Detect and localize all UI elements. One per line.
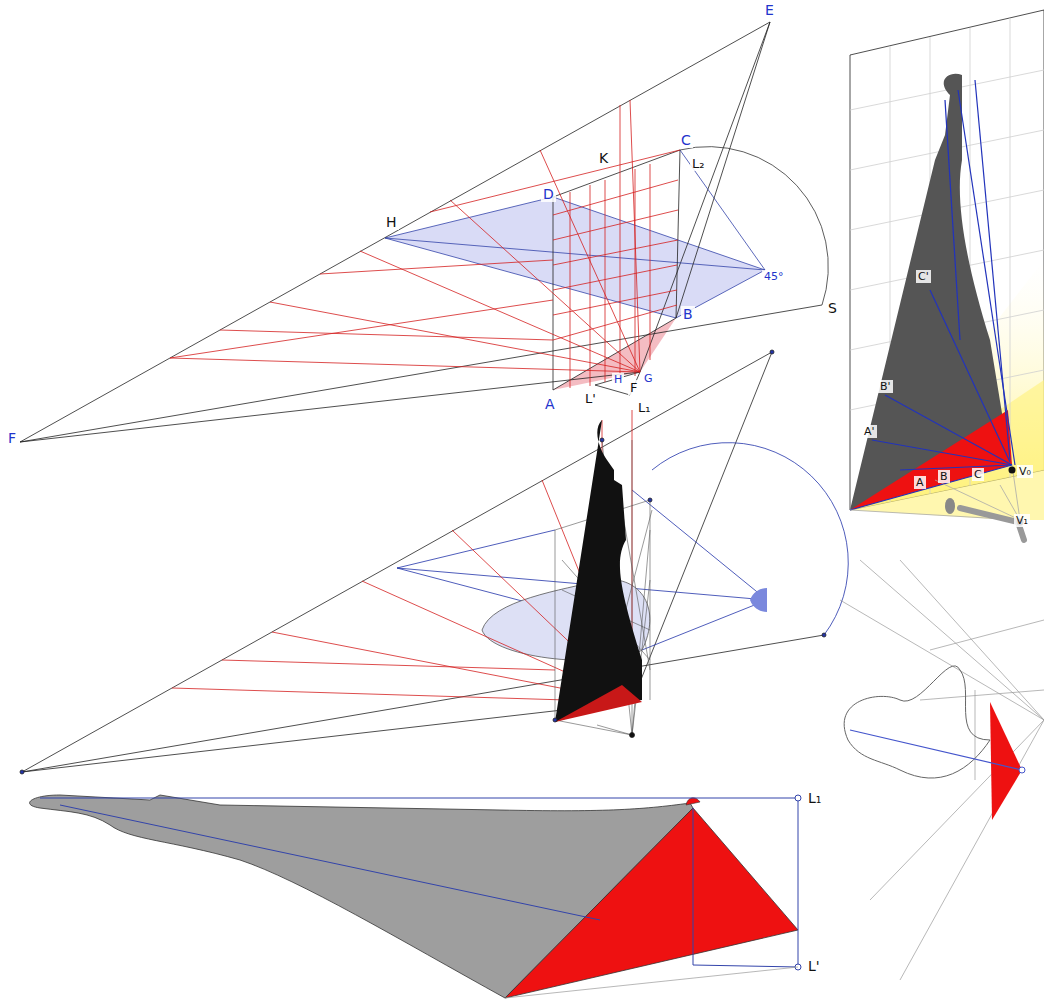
- point-label: 45°: [762, 270, 786, 283]
- point-label: F: [628, 380, 639, 395]
- point-label: A: [914, 476, 926, 489]
- point-label: B: [938, 470, 950, 483]
- point-label: V₀: [1017, 465, 1033, 478]
- point-label: K: [597, 150, 610, 166]
- point-label: F: [6, 430, 18, 446]
- point-label: A': [862, 425, 877, 438]
- point-label: C': [916, 270, 931, 283]
- point-label: A: [543, 396, 557, 412]
- point-label: C: [679, 132, 693, 148]
- point-label: B': [878, 380, 893, 393]
- point-label: C: [972, 468, 984, 481]
- point-label: H: [612, 373, 624, 386]
- point-label: D: [541, 186, 556, 202]
- point-label: L₁: [636, 400, 652, 415]
- point-label: E: [763, 2, 776, 18]
- point-label: S: [826, 300, 839, 316]
- point-label: L': [583, 391, 598, 406]
- point-label: G: [642, 372, 655, 385]
- point-label: L': [806, 958, 822, 974]
- point-label: L₁: [806, 790, 823, 806]
- point-label: H: [384, 214, 399, 230]
- point-label: V₁: [1014, 514, 1030, 527]
- point-label: L₂: [690, 156, 706, 171]
- point-label: B: [681, 306, 695, 322]
